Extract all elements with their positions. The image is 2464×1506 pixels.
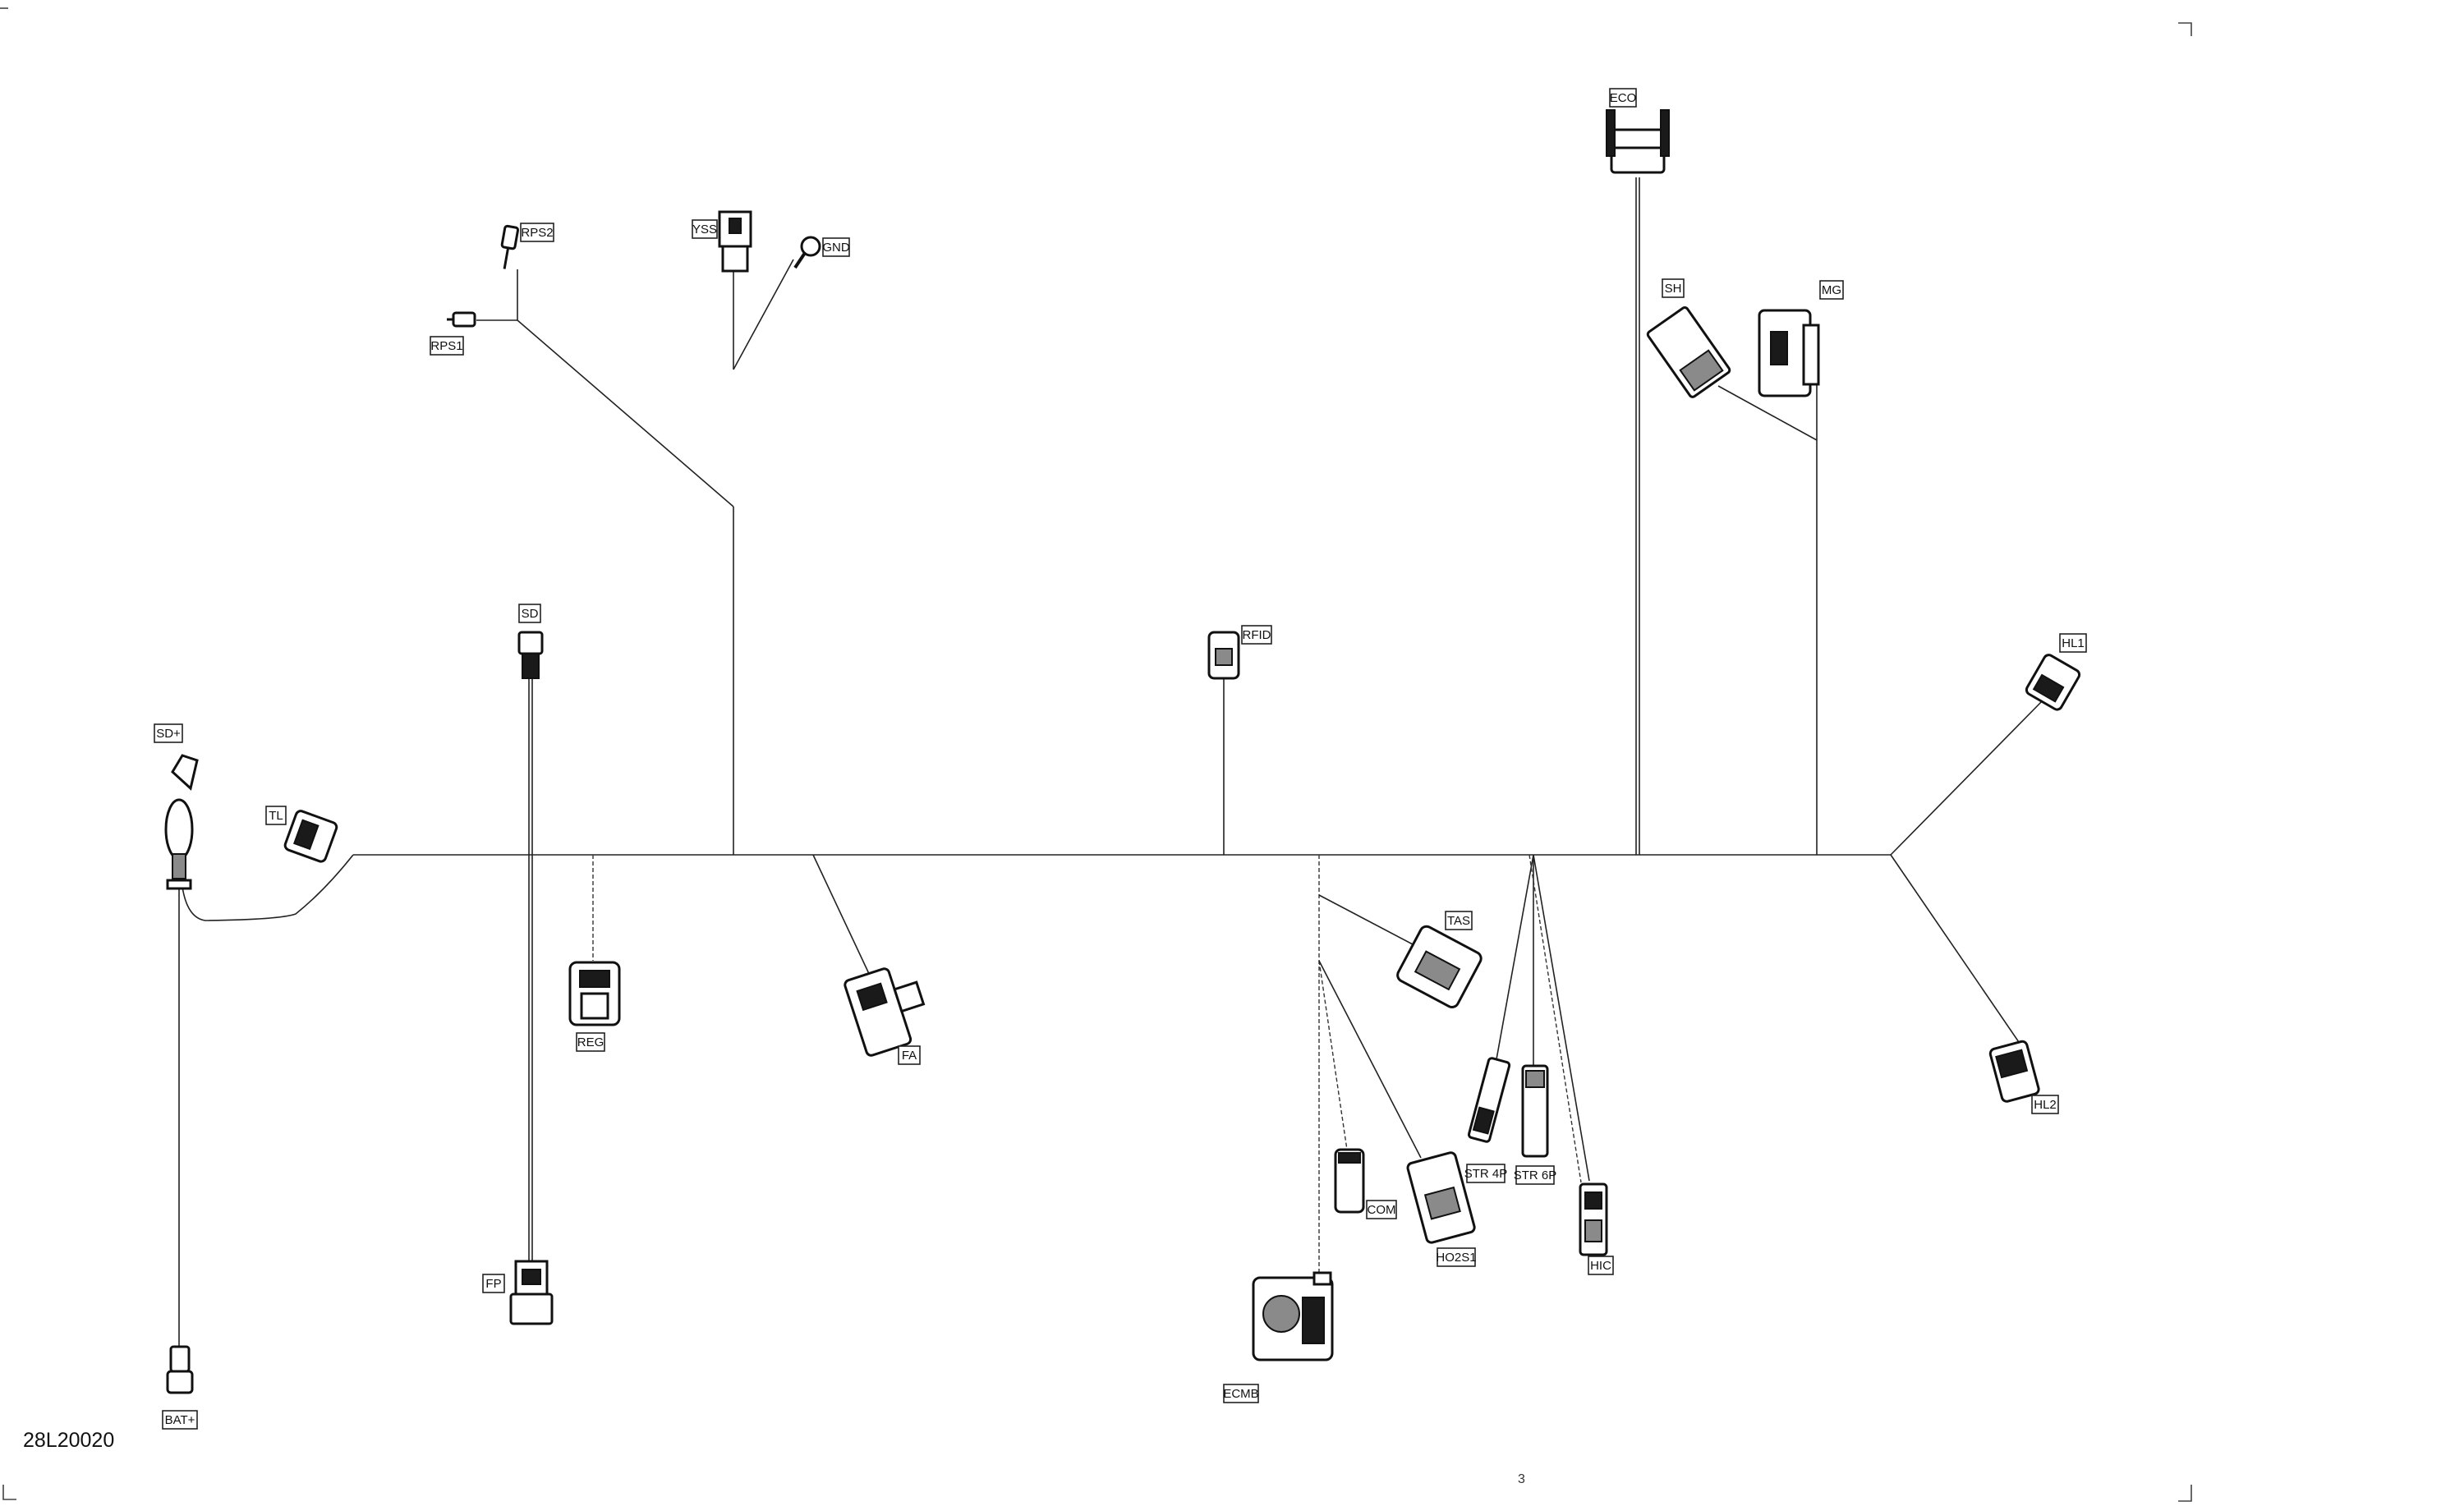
connector-label-sd: SD bbox=[518, 604, 541, 623]
svg-text:COM: COM bbox=[1368, 1203, 1396, 1217]
connector-label-fp: FP bbox=[482, 1274, 505, 1293]
reg-connector-icon bbox=[568, 961, 621, 1026]
fa-connector-icon bbox=[844, 967, 926, 1057]
connector-label-str-4p: STR 4P bbox=[1464, 1164, 1508, 1183]
connector-label-fa: FA bbox=[898, 1045, 921, 1065]
svg-text:HIC: HIC bbox=[1590, 1259, 1611, 1273]
hl1-connector-icon bbox=[2025, 654, 2081, 711]
connector-label-gnd: GND bbox=[822, 237, 850, 257]
svg-text:RPS1: RPS1 bbox=[430, 339, 462, 353]
sd-sensor-icon bbox=[517, 631, 544, 679]
svg-text:GND: GND bbox=[822, 241, 850, 255]
svg-text:HO2S1: HO2S1 bbox=[1436, 1251, 1476, 1265]
hic-connector-icon bbox=[1579, 1182, 1608, 1256]
svg-text:SH: SH bbox=[1665, 282, 1682, 296]
rps2-connector-icon bbox=[500, 224, 520, 269]
com-connector-icon bbox=[1334, 1148, 1365, 1214]
bat-plus-terminal-icon bbox=[166, 1345, 194, 1394]
eco-connector-icon bbox=[1606, 109, 1670, 174]
svg-text:TAS: TAS bbox=[1447, 914, 1470, 928]
svg-text:YSS: YSS bbox=[692, 223, 717, 236]
connector-label-mg: MG bbox=[1819, 280, 1844, 300]
fp-connector-icon bbox=[509, 1260, 554, 1325]
ho2s1-connector-icon bbox=[1406, 1151, 1476, 1244]
svg-text:FA: FA bbox=[902, 1049, 917, 1063]
hl2-connector-icon bbox=[1988, 1040, 2040, 1103]
connector-label-ecmb: ECMB bbox=[1223, 1384, 1259, 1403]
connector-label-sh: SH bbox=[1662, 278, 1685, 298]
ecmb-module-icon bbox=[1252, 1271, 1334, 1361]
svg-text:SD: SD bbox=[522, 607, 539, 621]
svg-text:ECO: ECO bbox=[1610, 91, 1637, 105]
connector-label-reg: REG bbox=[576, 1032, 605, 1052]
drawing-number: 28L20020 bbox=[23, 1429, 115, 1452]
connector-label-hl1: HL1 bbox=[2059, 633, 2087, 653]
gnd-ring-terminal-icon bbox=[793, 236, 821, 269]
page-mark: 3 bbox=[1518, 1472, 1525, 1486]
svg-text:RPS2: RPS2 bbox=[521, 226, 553, 240]
tl-connector-icon bbox=[283, 810, 338, 863]
rfid-connector-icon bbox=[1207, 631, 1240, 680]
yss-connector-icon bbox=[718, 210, 752, 273]
sh-connector-icon bbox=[1646, 306, 1731, 398]
connector-label-hl2: HL2 bbox=[2031, 1095, 2059, 1114]
svg-text:SD+: SD+ bbox=[156, 727, 181, 741]
svg-text:ECMB: ECMB bbox=[1223, 1387, 1258, 1401]
svg-text:STR 6P: STR 6P bbox=[1514, 1169, 1557, 1182]
connector-label-eco: ECO bbox=[1609, 88, 1637, 108]
svg-text:HL1: HL1 bbox=[2062, 636, 2085, 650]
svg-text:MG: MG bbox=[1822, 283, 1841, 297]
connector-label-tas: TAS bbox=[1445, 911, 1473, 930]
connector-label-rps1: RPS1 bbox=[430, 336, 464, 356]
svg-text:REG: REG bbox=[577, 1035, 605, 1049]
connector-label-hic: HIC bbox=[1588, 1256, 1614, 1275]
svg-text:RFID: RFID bbox=[1243, 628, 1271, 642]
sd-plus-terminal-icon bbox=[164, 754, 199, 890]
connector-label-rfid: RFID bbox=[1241, 625, 1272, 645]
svg-text:TL: TL bbox=[269, 809, 283, 823]
connector-label-sd-plus: SD+ bbox=[154, 723, 183, 743]
svg-text:BAT+: BAT+ bbox=[165, 1413, 195, 1427]
tas-sensor-icon bbox=[1396, 925, 1483, 1008]
str-6p-connector-icon bbox=[1521, 1064, 1549, 1158]
connector-label-com: COM bbox=[1366, 1200, 1397, 1219]
connector-label-tl: TL bbox=[265, 806, 287, 825]
connector-label-str-6p: STR 6P bbox=[1514, 1165, 1557, 1185]
connector-label-ho2s1: HO2S1 bbox=[1436, 1247, 1477, 1267]
connector-label-yss: YSS bbox=[692, 219, 718, 239]
svg-text:STR 4P: STR 4P bbox=[1464, 1167, 1508, 1181]
rps1-connector-icon bbox=[447, 311, 476, 328]
connector-label-bat-plus: BAT+ bbox=[162, 1410, 198, 1430]
str-4p-connector-icon bbox=[1467, 1057, 1511, 1143]
mg-connector-icon bbox=[1758, 309, 1820, 397]
svg-text:HL2: HL2 bbox=[2034, 1098, 2057, 1112]
connector-label-rps2: RPS2 bbox=[520, 223, 554, 242]
svg-text:FP: FP bbox=[485, 1277, 501, 1291]
sheet-corner-marks bbox=[0, 7, 2192, 1502]
harness-wires bbox=[178, 177, 2046, 1347]
